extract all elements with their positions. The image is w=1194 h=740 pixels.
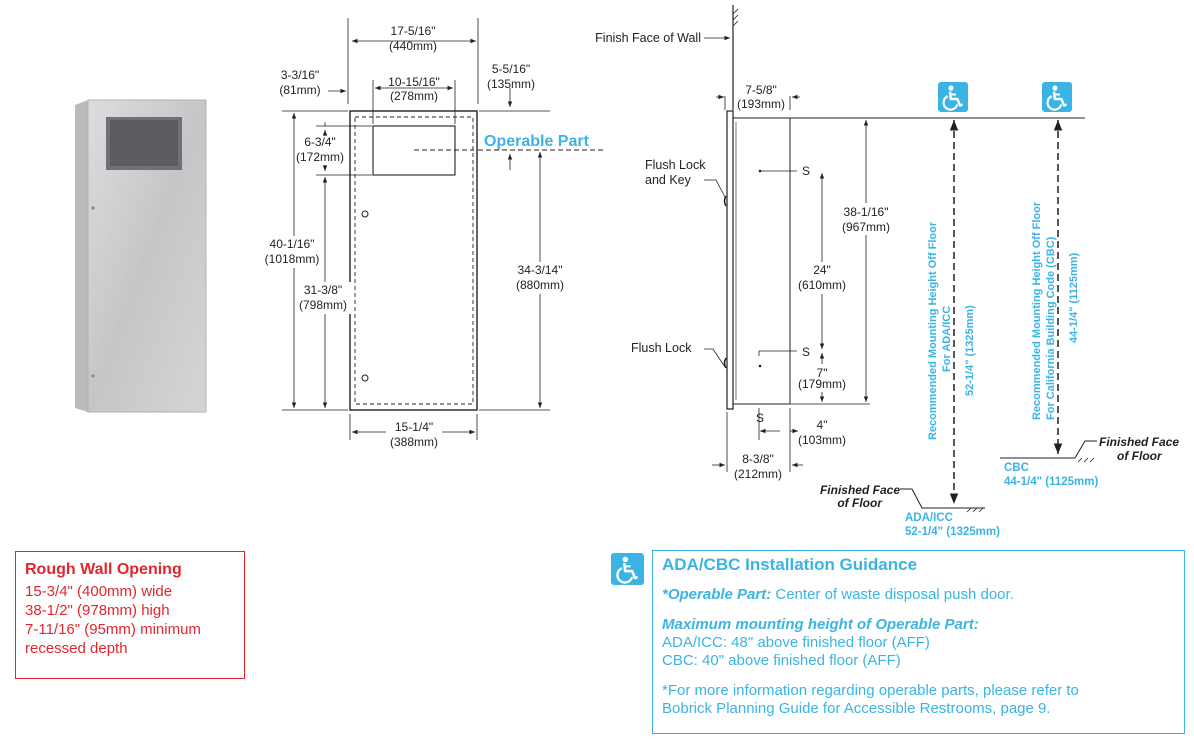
cbc-accessibility-icon: [1040, 80, 1074, 114]
dim-h1-in: 38-1/16": [844, 205, 889, 219]
guidance-cbc-line: CBC: 40" above finished floor (AFF): [662, 652, 901, 669]
dim-bottom-mm: (388mm): [390, 435, 438, 449]
dim-total-mm: (212mm): [734, 467, 782, 481]
cbc-vertical-label-3: 44-1/4" (1125mm): [1068, 252, 1080, 343]
dim-h2-mm: (610mm): [798, 278, 846, 292]
dim-h3-mm: (179mm): [798, 377, 846, 391]
rough-wall-title: Rough Wall Opening: [25, 561, 182, 578]
ada-vertical-label-3: 52-1/4" (1325mm): [964, 305, 976, 396]
guidance-operable-label: *Operable Part:: [662, 586, 772, 603]
cbc-vertical-label-1: Recommended Mounting Height Off Floor: [1031, 201, 1043, 420]
finished-floor-label-1: Finished Face: [820, 483, 900, 497]
dim-h2-in: 24": [813, 263, 831, 277]
dim-depth-mm: (193mm): [737, 97, 785, 111]
dim-door-mm: (798mm): [299, 298, 347, 312]
dim-height-mm: (1018mm): [265, 252, 320, 266]
guidance-operable-row: *Operable Part: Center of waste disposal…: [662, 586, 1175, 604]
rough-wall-width: 15-3/4" (400mm) wide: [25, 583, 173, 600]
guidance-note-2: Bobrick Planning Guide for Accessible Re…: [662, 700, 1051, 717]
front-elevation: [282, 18, 550, 440]
dim-h4-mm: (103mm): [798, 433, 846, 447]
finish-face-wall-label: Finish Face of Wall: [595, 31, 701, 45]
cbc-vertical-label-2: For California Building Code (CBC): [1045, 236, 1057, 420]
dim-depth-in: 7-5/8": [745, 83, 777, 97]
dim-op-h-in: 34-3/14": [518, 263, 563, 277]
dim-window-mm: (278mm): [390, 89, 438, 103]
dim-win-h-mm: (172mm): [296, 150, 344, 164]
dim-right-mm: (135mm): [487, 77, 535, 91]
dim-h3-in: 7": [817, 366, 828, 380]
dim-door-in: 31-3/8": [304, 283, 342, 297]
side-labels: Finish Face of Wall 7-5/8" (193mm) Flush…: [595, 31, 900, 510]
rough-wall-height: 38-1/2" (978mm) high: [25, 602, 170, 619]
s-mark-top: S: [802, 164, 810, 178]
guidance-ada-line: ADA/ICC: 48" above finished floor (AFF): [662, 634, 930, 651]
ada-accessibility-icon: [936, 80, 970, 114]
dim-window-in: 10-15/16": [388, 75, 440, 89]
dim-width-mm: (440mm): [389, 39, 437, 53]
dim-right-in: 5-5/16": [492, 62, 530, 76]
ada-vertical-label-1: Recommended Mounting Height Off Floor: [927, 221, 939, 440]
cbc-floor-label-1: Finished Face: [1099, 435, 1179, 449]
side-elevation: [704, 5, 985, 513]
guidance-operable-text: Center of waste disposal push door.: [771, 586, 1014, 603]
dim-bottom-in: 15-1/4": [395, 420, 433, 434]
dim-win-h-in: 6-3/4": [304, 135, 336, 149]
guidance-accessibility-icon: [611, 553, 644, 585]
dim-h4-in: 4": [817, 418, 828, 432]
product-photo: [75, 99, 207, 413]
operable-part-label: Operable Part: [484, 133, 590, 150]
finished-floor-label-2: of Floor: [837, 496, 883, 510]
cbc-floor-label-2: of Floor: [1117, 449, 1163, 463]
rough-wall-opening-box: Rough Wall Opening 15-3/4" (400mm) wide …: [15, 551, 245, 679]
dim-height-in: 40-1/16": [270, 237, 315, 251]
ada-bottom-label-2: 52-1/4" (1325mm): [905, 526, 1000, 538]
dim-left-in: 3-3/16": [281, 68, 319, 82]
cbc-labels: Recommended Mounting Height Off Floor Fo…: [1004, 201, 1179, 488]
flush-lock-key-label-2: and Key: [645, 173, 692, 187]
rough-wall-depth: 7-11/16" (95mm) minimum: [25, 621, 201, 638]
cbc-bottom-label-2: 44-1/4" (1125mm): [1004, 476, 1098, 488]
guidance-max-label: Maximum mounting height of Operable Part…: [662, 616, 979, 633]
ada-labels: Recommended Mounting Height Off Floor Fo…: [905, 221, 1000, 538]
mounting-height-lines: [790, 117, 1097, 504]
dim-left-mm: (81mm): [279, 83, 320, 97]
front-labels: 17-5/16" (440mm) 3-3/16" (81mm) 10-15/16…: [264, 24, 606, 450]
ada-vertical-label-2: For ADA/ICC: [941, 306, 953, 372]
guidance-note-1: *For more information regarding operable…: [662, 682, 1079, 699]
dim-width-in: 17-5/16": [391, 24, 436, 38]
guidance-title: ADA/CBC Installation Guidance: [662, 555, 918, 574]
flush-lock-key-label-1: Flush Lock: [645, 158, 706, 172]
dim-total-in: 8-3/8": [742, 452, 774, 466]
s-mark-bottom: S: [802, 345, 810, 359]
rough-wall-depth-note: recessed depth: [25, 640, 128, 657]
cbc-bottom-label-1: CBC: [1004, 462, 1029, 474]
dim-h1-mm: (967mm): [842, 220, 890, 234]
installation-guidance-box: ADA/CBC Installation Guidance *Operable …: [652, 550, 1185, 734]
flush-lock-label: Flush Lock: [631, 341, 692, 355]
s-mark-depth: S: [756, 411, 764, 425]
dim-op-h-mm: (880mm): [516, 278, 564, 292]
ada-bottom-label-1: ADA/ICC: [905, 512, 953, 524]
